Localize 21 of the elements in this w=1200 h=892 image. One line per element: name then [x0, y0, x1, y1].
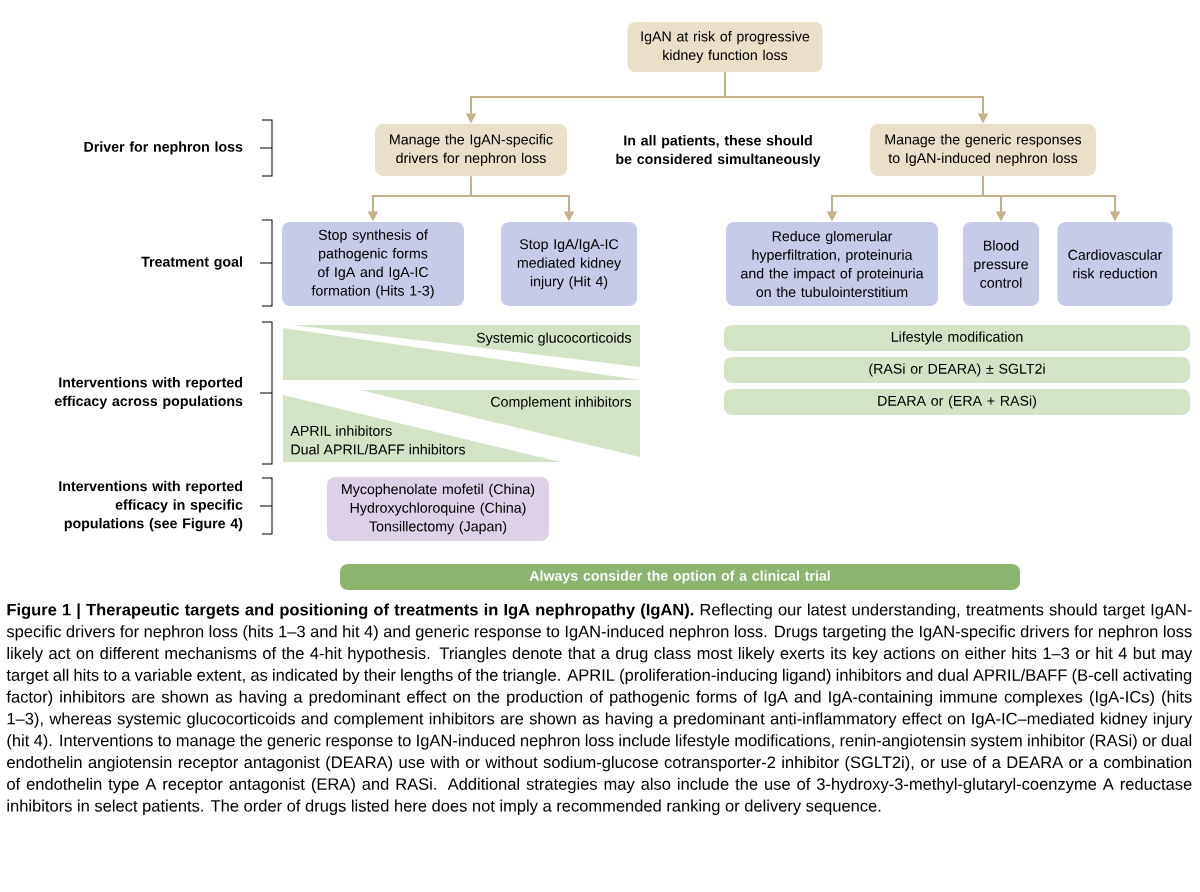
- process-box: Manage the IgAN-specific drivers for nephron loss: [375, 124, 567, 176]
- goal-box: Stop IgA/IgA-IC mediated kidney injury (Hit 4): [501, 222, 637, 306]
- row-label: Treatment goal: [141, 256, 242, 270]
- process-box: Manage the generic responses to IgAN-induced nephron loss: [870, 124, 1096, 176]
- triangle-bar: [283, 328, 640, 380]
- trial-banner: Always consider the option of a clinical trial: [340, 564, 1020, 590]
- note: In all patients, these should be considered simultaneously: [616, 135, 821, 167]
- goal-box: Stop synthesis of pathogenic forms of IgA and IgA-IC formation (Hits 1-3): [282, 222, 464, 306]
- goal-box: Reduce glomerular hyperfiltration, proteinuria and the impact of proteinuria on the tubulointerstitium: [726, 222, 938, 306]
- process-box: IgAN at risk of progressive kidney function loss: [627, 22, 823, 72]
- goal-box: Blood pressure control: [963, 222, 1039, 306]
- row-label: Driver for nephron loss: [84, 141, 243, 155]
- intervention-bar: DEARA or (ERA + RASi): [724, 389, 1190, 415]
- row-label: Interventions with reported efficacy across populations: [54, 377, 243, 409]
- caption: Figure 1 | Therapeutic targets and positioning of treatments in IgA nephropathy (IgAN). Reflecting our latest understanding, treatments should target IgAN-specific drivers for nephron loss (hits 1–3 and hit 4) and generic response to IgAN-induced nephron loss. Drugs targeting the IgAN-specific drivers for nephron loss likely act on different mechanisms of the 4-hit hypothesis. Triangles denote that a drug class most likely exerts its key actions on either hits 1–3 or hit 4 but may target all hits to a variable extent, as indicated by their lengths of the triangle. APRIL (proliferation-inducing ligand) inhibitors and dual APRIL/BAFF (B-cell activating factor) inhibitors are shown as having a predominant effect on the production of pathogenic forms of IgA and IgA-containing immune complexes (IgA-ICs) (hits 1–3), whereas systemic glucocorticoids and complement inhibitors are shown as having a predominant anti-inflammatory effect on IgA-IC–mediated kidney injury (hit 4). Interventions to manage the generic response to IgAN-induced nephron loss include lifestyle modifications, renin-angiotensin system inhibitor (RASi) or dual endothelin angiotensin receptor antagonist (DEARA) use with or without sodium-glucose cotransporter-2 inhibitor (SGLT2i), or use of a DEARA or a combination of endothelin type A receptor antagonist (ERA) and RASi. Additional strategies may also include the use of 3-hydroxy-3-methyl-glutaryl-coenzyme A reductase inhibitors in select patients. The order of drugs listed here does not imply a recommended ranking or delivery sequence.: [6, 603, 1193, 815]
- goal-box: Cardiovascular risk reduction: [1057, 222, 1173, 306]
- triangle-bar: Systemic glucocorticoids: [292, 325, 640, 367]
- row-label: Interventions with reported efficacy in specific populations (see Figure 4): [59, 480, 243, 532]
- intervention-bar: (RASi or DEARA) ± SGLT2i: [724, 357, 1190, 383]
- intervention-bar: Lifestyle modification: [724, 325, 1190, 351]
- intervention-box: Mycophenolate mofetil (China) Hydroxychloroquine (China) Tonsillectomy (Japan): [327, 477, 549, 541]
